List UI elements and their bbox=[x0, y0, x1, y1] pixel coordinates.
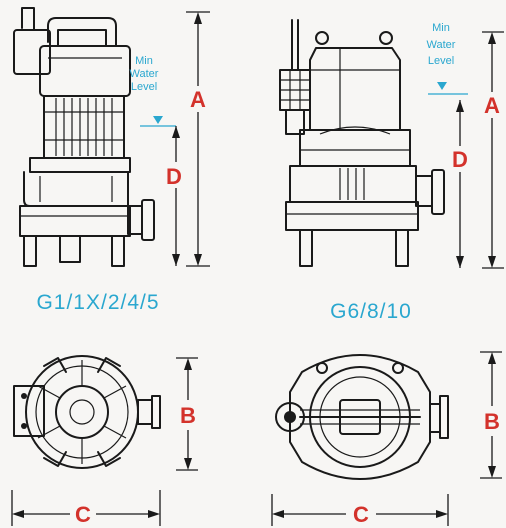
left-label-b: B bbox=[180, 403, 196, 428]
left-top-flange bbox=[151, 395, 161, 429]
left-pump-top-view bbox=[13, 355, 161, 469]
model-label-left: G1/1X/2/4/5 bbox=[36, 291, 159, 314]
right-water-level: Min Water Level bbox=[427, 22, 468, 95]
right-water-level-marker bbox=[437, 82, 447, 90]
left-water-level: Min Water Level bbox=[130, 55, 176, 127]
discharge-flange-large bbox=[431, 169, 445, 215]
leg-right-large bbox=[395, 229, 409, 267]
left-dimension-c: C bbox=[11, 490, 161, 527]
top-handle bbox=[47, 17, 117, 47]
right-label-d: D bbox=[452, 147, 468, 172]
leg-right bbox=[111, 235, 125, 267]
model-label-right: G6/8/10 bbox=[330, 300, 412, 323]
left-water-line3: Level bbox=[131, 81, 157, 93]
upper-flange bbox=[29, 157, 131, 173]
right-top-float-ball bbox=[275, 402, 305, 432]
lifting-eye-left bbox=[315, 31, 329, 45]
motor-housing bbox=[39, 45, 131, 97]
volute-body bbox=[289, 165, 417, 203]
right-dimension-a: A bbox=[482, 31, 504, 269]
right-water-line1: Min bbox=[432, 22, 450, 34]
right-top-flange bbox=[439, 395, 449, 439]
left-dimension-b: B bbox=[176, 357, 198, 471]
left-dimension-d: D bbox=[166, 126, 182, 266]
right-dimension-c: C bbox=[271, 494, 449, 527]
left-water-level-marker bbox=[153, 116, 163, 124]
right-water-line3: Level bbox=[428, 55, 454, 67]
right-top-housing bbox=[289, 354, 431, 480]
leg-left-large bbox=[299, 229, 313, 267]
left-water-line2: Water bbox=[130, 68, 159, 80]
float-rod bbox=[291, 19, 299, 71]
switch-box bbox=[13, 29, 51, 75]
left-label-d: D bbox=[166, 164, 182, 189]
right-label-b: B bbox=[484, 409, 500, 434]
right-pump-top-view bbox=[275, 354, 449, 480]
left-water-line1: Min bbox=[135, 55, 153, 67]
right-label-a: A bbox=[484, 93, 500, 118]
right-dimension-d: D bbox=[452, 100, 468, 268]
left-label-c: C bbox=[75, 502, 91, 527]
pump-base bbox=[19, 205, 131, 237]
left-pump-side-view bbox=[13, 7, 155, 267]
motor-housing-large bbox=[309, 47, 401, 131]
right-label-c: C bbox=[353, 502, 369, 527]
left-label-a: A bbox=[190, 87, 206, 112]
pump-base-large bbox=[285, 201, 419, 231]
left-top-switch-box bbox=[13, 385, 45, 437]
left-top-discharge bbox=[137, 399, 153, 425]
right-pump-side-view bbox=[279, 19, 445, 267]
right-water-line2: Water bbox=[427, 39, 456, 51]
cord-entry bbox=[21, 7, 35, 31]
motor-shoulder bbox=[299, 129, 411, 167]
discharge-flange bbox=[141, 199, 155, 241]
left-dimension-a: A bbox=[186, 11, 210, 267]
inlet-center bbox=[59, 235, 81, 263]
leg-left bbox=[23, 235, 37, 267]
right-top-discharge bbox=[429, 403, 441, 433]
right-dimension-b: B bbox=[480, 351, 502, 479]
lifting-eye-right bbox=[379, 31, 393, 45]
